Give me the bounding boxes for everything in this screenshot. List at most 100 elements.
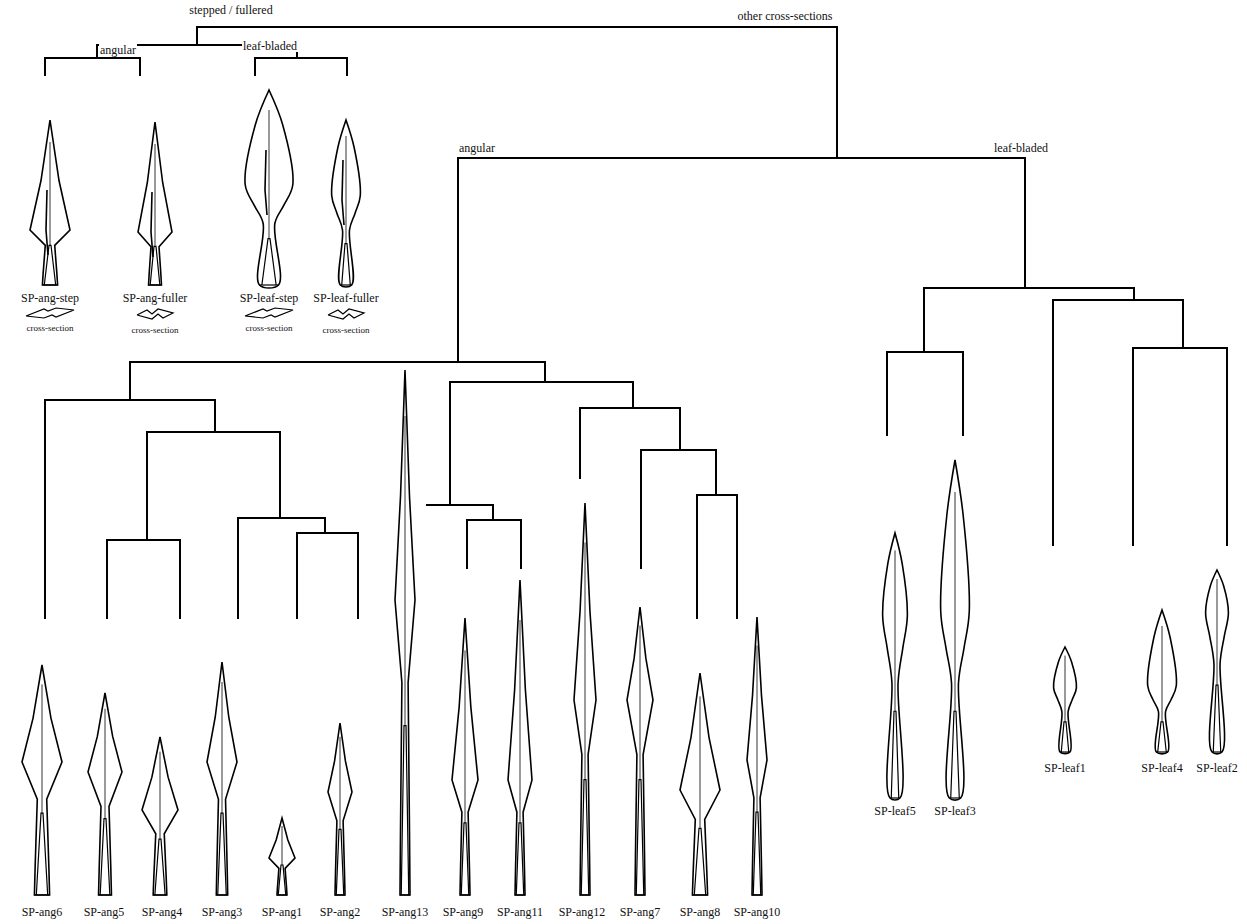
branch-line	[641, 449, 716, 451]
spearhead	[142, 737, 178, 895]
branch-line	[679, 408, 681, 450]
branch-label: other cross-sections	[737, 10, 834, 22]
spearhead	[747, 617, 767, 895]
branch-line	[146, 432, 148, 540]
spearhead	[627, 607, 653, 895]
type-label: SP-ang7	[619, 906, 662, 918]
branch-line	[580, 407, 680, 409]
branch-line	[715, 450, 717, 495]
type-label: SP-ang5	[83, 906, 126, 918]
cross-section-symbol	[328, 309, 364, 319]
branch-line	[130, 361, 545, 363]
cross-section-symbol	[245, 308, 293, 318]
cross-section-label: cross-section	[322, 326, 371, 335]
branch-line	[197, 26, 837, 28]
branch-line	[520, 520, 522, 568]
branch-line	[696, 495, 698, 618]
cross-section-symbol	[137, 309, 173, 319]
type-label: SP-ang6	[21, 906, 64, 918]
branch-line	[96, 45, 98, 58]
spearhead	[88, 693, 122, 895]
branch-line	[129, 362, 131, 400]
branch-line	[467, 519, 521, 521]
branch-line	[924, 287, 1134, 289]
spearheads	[22, 90, 1228, 895]
branch-line	[179, 540, 181, 618]
spearhead	[574, 503, 596, 895]
branch-line	[357, 533, 359, 618]
cross-section-label: cross-section	[131, 326, 180, 335]
branch-line	[44, 400, 46, 618]
branch-line	[697, 494, 737, 496]
type-label: SP-ang2	[319, 906, 362, 918]
spearhead	[1054, 647, 1077, 754]
branch-line	[45, 399, 215, 401]
branch-line	[544, 362, 546, 382]
branch-line	[1132, 348, 1134, 545]
cross-section-label: cross-section	[26, 324, 75, 333]
branch-line	[449, 382, 451, 505]
branch-line	[427, 504, 493, 506]
branch-line	[107, 539, 180, 541]
branch-line	[139, 58, 141, 75]
type-label: SP-leaf-fuller	[312, 292, 379, 304]
branch-line	[887, 351, 963, 353]
type-label: SP-ang3	[201, 906, 244, 918]
branch-line	[296, 533, 298, 618]
type-label: SP-ang10	[733, 906, 782, 918]
type-label: SP-ang12	[558, 906, 607, 918]
spearhead	[1206, 570, 1229, 754]
branch-line	[466, 520, 468, 568]
type-label: SP-ang8	[679, 906, 722, 918]
cross-section-symbol	[26, 308, 74, 318]
branch-line	[1133, 347, 1227, 349]
type-label: SP-ang-step	[20, 292, 80, 304]
branch-line	[1133, 288, 1135, 300]
type-label: SP-ang9	[442, 906, 485, 918]
type-label: SP-ang13	[381, 906, 430, 918]
branch-line	[457, 158, 459, 362]
branch-line	[346, 58, 348, 75]
spearhead	[332, 120, 361, 287]
branch-line	[106, 540, 108, 618]
branch-label: leaf-bladed	[242, 40, 298, 52]
branch-line	[632, 382, 634, 408]
branch-line	[923, 288, 925, 352]
spearhead	[207, 662, 237, 895]
type-label: SP-leaf2	[1195, 762, 1238, 774]
branch-line	[492, 505, 494, 520]
spearhead	[269, 818, 295, 895]
spearhead	[1148, 610, 1177, 754]
branch-line	[640, 450, 642, 568]
spearhead	[680, 673, 720, 895]
spearhead	[395, 370, 415, 895]
branch-line	[254, 58, 256, 75]
branch-line	[324, 518, 326, 533]
branch-line	[44, 58, 46, 75]
type-label: SP-ang4	[141, 906, 184, 918]
type-label: SP-ang-fuller	[122, 292, 189, 304]
branch-line	[836, 27, 838, 158]
branch-line	[450, 381, 633, 383]
spearhead	[941, 460, 970, 800]
branch-line	[147, 431, 280, 433]
spearhead	[508, 580, 532, 895]
branch-line	[962, 352, 964, 435]
spearhead	[328, 723, 352, 895]
dendrogram-lines	[45, 27, 1227, 618]
branch-line	[279, 432, 281, 518]
spearhead	[883, 533, 908, 800]
branch-label: angular	[99, 44, 137, 56]
type-label: SP-leaf5	[873, 805, 916, 817]
branch-line	[458, 157, 1025, 159]
type-label: SP-ang1	[261, 906, 304, 918]
spearhead	[138, 122, 172, 285]
branch-line	[297, 532, 358, 534]
type-label: SP-leaf1	[1043, 762, 1086, 774]
type-label: SP-leaf-step	[239, 292, 300, 304]
branch-line	[1024, 158, 1026, 288]
branch-line	[736, 495, 738, 618]
type-label: SP-ang11	[496, 906, 544, 918]
